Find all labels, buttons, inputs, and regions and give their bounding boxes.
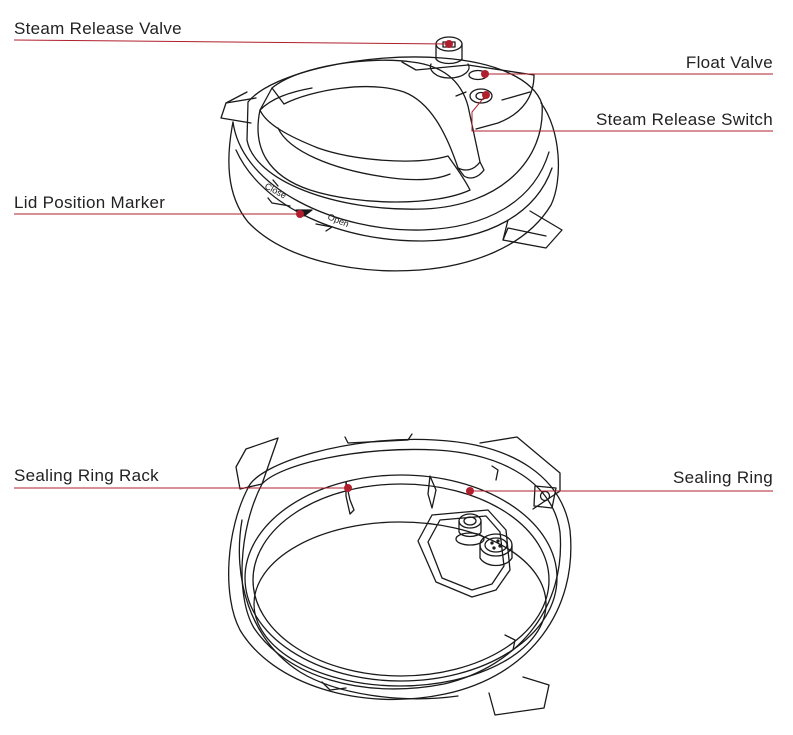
callout-lines: [13, 39, 773, 495]
leader-float-valve: [481, 70, 773, 78]
label-float-valve: Float Valve: [685, 53, 773, 72]
label-sealing-ring: Sealing Ring: [673, 468, 773, 487]
label-sealing-ring-rack: Sealing Ring Rack: [14, 466, 159, 485]
lid-top-view: [220, 36, 563, 272]
label-steam-release-switch: Steam Release Switch: [595, 110, 773, 129]
leader-sealing-ring: [466, 487, 773, 495]
leader-steam-release-switch: [471, 91, 773, 132]
leader-steam-release-valve: [13, 39, 453, 48]
lid-underside-view: [228, 433, 572, 716]
leader-lid-position-marker: [14, 210, 304, 218]
leader-sealing-ring-rack: [14, 484, 352, 492]
label-lid-position-marker: Lid Position Marker: [14, 193, 166, 212]
label-steam-release-valve: Steam Release Valve: [14, 19, 182, 38]
